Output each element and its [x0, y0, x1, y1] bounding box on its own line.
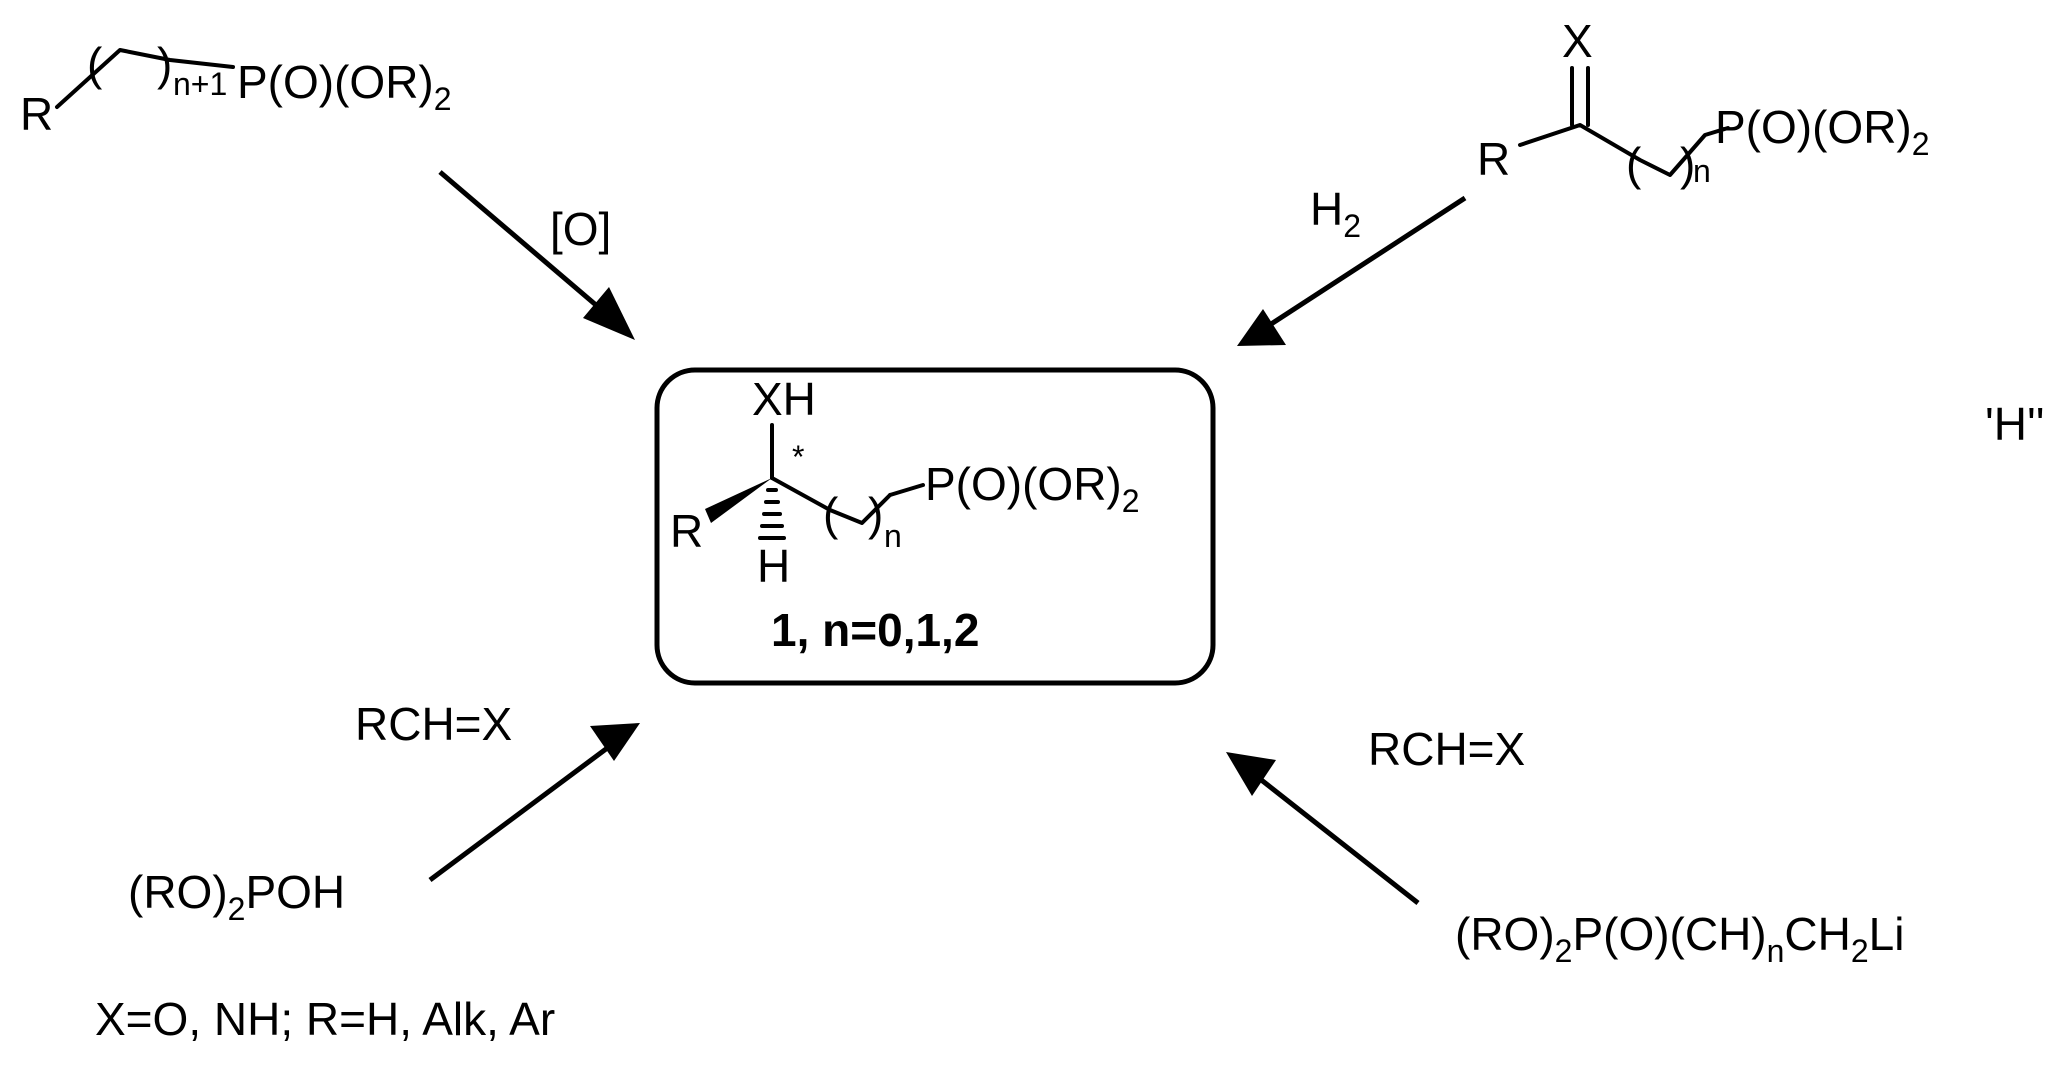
top-right-phosphonate-label: P(O)(OR)2	[1715, 101, 1930, 162]
product-stereo-star: *	[792, 439, 804, 475]
bottom-right-reagent-label: RCH=X	[1368, 723, 1525, 775]
top-right-paren-close: )	[1680, 138, 1695, 190]
product-chain-bonds	[770, 476, 892, 525]
top-left-r-label: R	[20, 88, 53, 140]
top-right-substrate: X R ( ) n P(O)(OR)2	[1477, 15, 1930, 190]
product-h-label: H	[757, 540, 790, 592]
top-left-substrate: R ( ) n+1 P(O)(OR)2	[20, 38, 452, 140]
top-left-n-subscript: n+1	[173, 66, 227, 102]
product-r-label: R	[670, 505, 703, 557]
product-n-subscript: n	[884, 518, 902, 554]
top-right-x-label: X	[1562, 15, 1593, 67]
product-p-bond	[888, 483, 925, 497]
product-paren-close: )	[868, 488, 883, 540]
arrow-bottom-right	[1226, 752, 1420, 905]
top-right-paren-open: (	[1626, 138, 1642, 190]
bottom-left-reagent-label: RCH=X	[355, 698, 512, 750]
top-left-chain-bonds	[55, 48, 235, 109]
top-right-r-label: R	[1477, 133, 1510, 185]
product-phosphonate-label: P(O)(OR)2	[925, 458, 1140, 519]
arrow-bottom-left	[428, 723, 640, 883]
product-wedge-bond	[705, 478, 772, 523]
top-right-n-subscript: n	[1693, 153, 1711, 189]
product-frame	[654, 367, 1216, 686]
product-hash-bond	[758, 488, 786, 540]
top-left-phosphonate-label: P(O)(OR)2	[237, 56, 452, 117]
stray-h-label: 'H''	[1985, 398, 2045, 450]
footnote-definitions: X=O, NH; R=H, Alk, Ar	[95, 993, 555, 1045]
reagent-oxidation-label: [O]	[550, 203, 611, 255]
arrow-top-right	[1237, 195, 1467, 346]
top-right-chain-bonds	[1518, 123, 1730, 177]
product-paren-open: (	[823, 488, 839, 540]
top-left-paren-close: )	[157, 38, 172, 90]
product-box: XH * R H ( ) n P(O)(OR)2 1, n=0,1,2	[654, 367, 1216, 686]
product-xh-label: XH	[752, 373, 816, 425]
arrow-top-left	[438, 170, 635, 340]
top-left-paren-open: (	[87, 38, 103, 90]
reagent-hydrogen-label: H2	[1310, 183, 1361, 244]
bottom-left-phosphite-label: (RO)2POH	[128, 866, 345, 927]
bottom-right-lithium-reagent-label: (RO)2P(O)(CH)nCH2Li	[1455, 908, 1904, 969]
product-caption: 1, n=0,1,2	[771, 604, 979, 656]
